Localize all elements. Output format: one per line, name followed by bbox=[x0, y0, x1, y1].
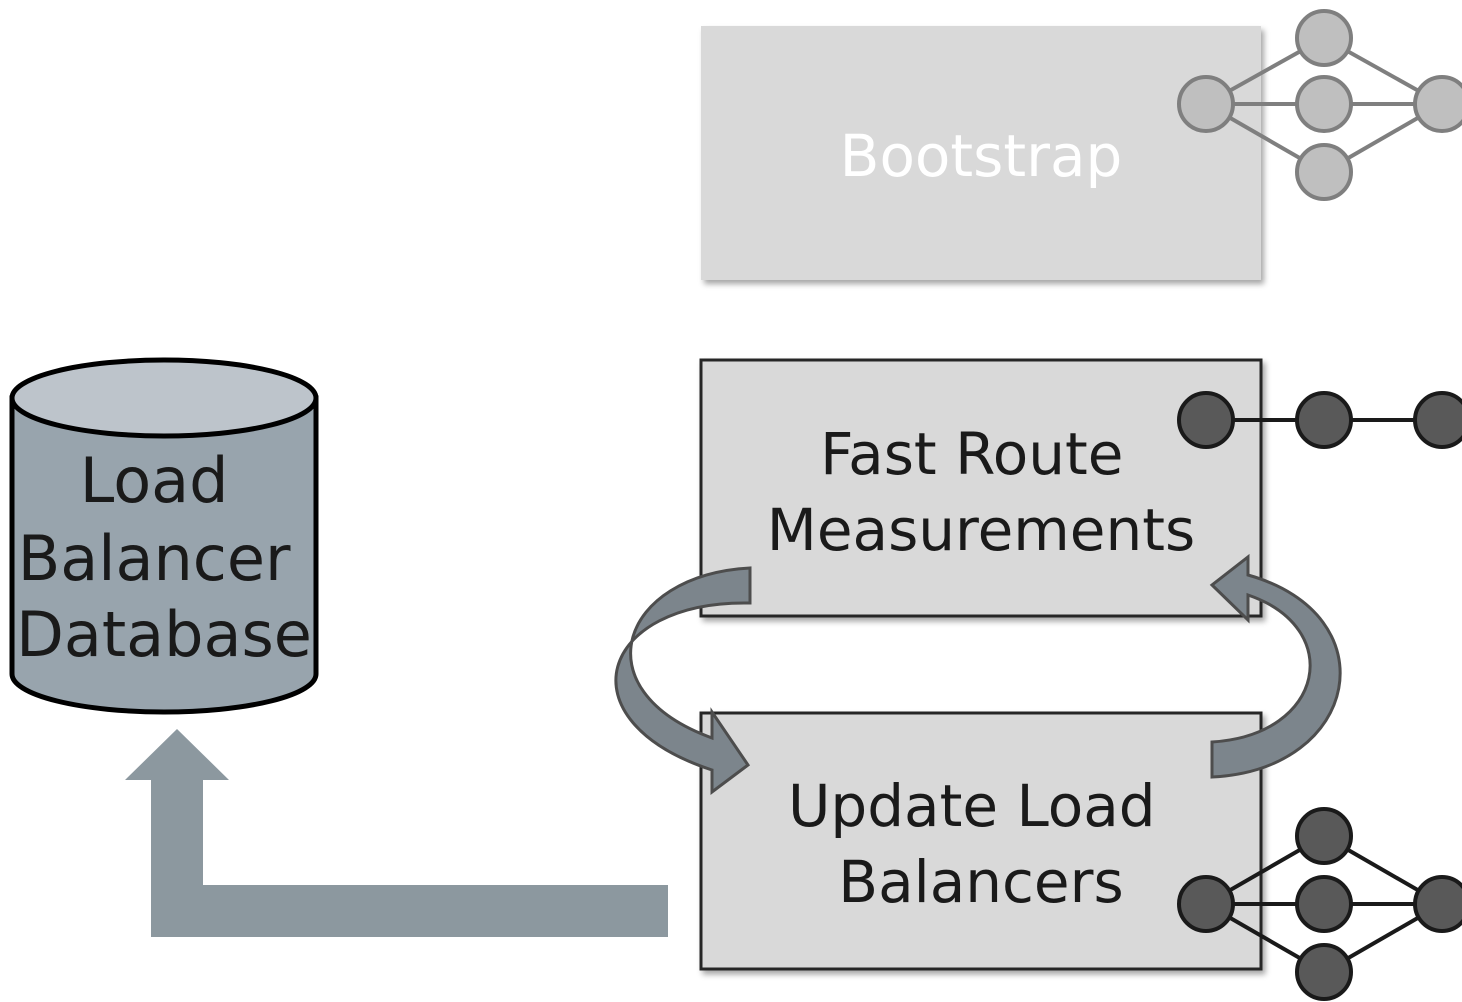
curved-arrow-down-icon bbox=[614, 566, 752, 795]
database-label-line1: Load bbox=[80, 444, 229, 517]
database-label-line2: Balancer bbox=[18, 522, 291, 595]
update-label-line1: Update Load bbox=[788, 772, 1156, 840]
curved-arrow-up-icon bbox=[1209, 553, 1342, 779]
fast-route-label-line2: Measurements bbox=[767, 496, 1195, 564]
bootstrap-label: Bootstrap bbox=[840, 122, 1123, 190]
load-balancer-database: Load Balancer Database bbox=[9, 357, 319, 715]
bootstrap-box: Bootstrap bbox=[701, 26, 1261, 280]
fast-route-label-line1: Fast Route bbox=[820, 420, 1123, 488]
arrow-up-left-icon bbox=[125, 729, 668, 937]
svg-text:Load Balancer Data: Load Balancer Database bbox=[16, 444, 312, 671]
svg-text:Bootstrap: Bootstrap bbox=[840, 122, 1123, 190]
fast-route-box: Fast Route Measurements bbox=[699, 358, 1263, 618]
update-network-mesh-icon bbox=[1177, 807, 1462, 1001]
network-chain-icon bbox=[1177, 391, 1462, 449]
svg-text:Update Load Balancers: Update Load Balancers bbox=[788, 772, 1174, 916]
svg-text:Fast Route Measurements: Fast Route Measurements bbox=[767, 420, 1195, 564]
database-label-line3: Database bbox=[16, 598, 312, 671]
bootstrap-network-mesh-icon bbox=[1177, 9, 1462, 201]
update-load-balancers-box: Update Load Balancers bbox=[699, 711, 1263, 971]
update-label-line2: Balancers bbox=[838, 848, 1123, 916]
